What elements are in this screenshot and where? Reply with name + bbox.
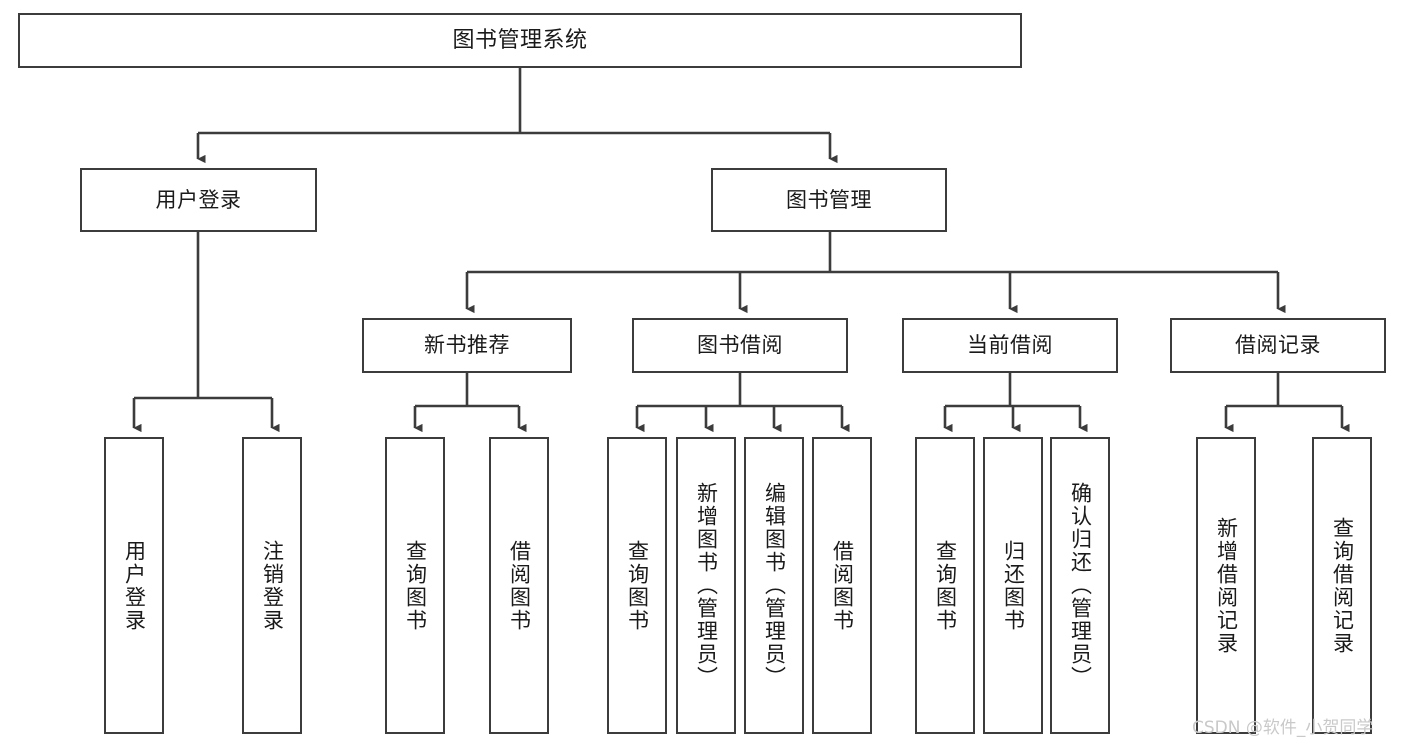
leaf-query-book-current[interactable]: 查询图书: [915, 437, 975, 734]
leaf-borrow-book[interactable]: 借阅图书: [812, 437, 872, 734]
node-label: 新增借阅记录: [1214, 516, 1239, 655]
node-book-borrowing[interactable]: 图书借阅: [632, 318, 848, 373]
node-label: 编辑图书（管理员）: [762, 482, 787, 689]
node-label: 新增图书（管理员）: [694, 482, 719, 689]
node-label: 当前借阅: [967, 333, 1053, 358]
node-label: 查询图书: [625, 539, 650, 632]
leaf-user-login[interactable]: 用户登录: [104, 437, 164, 734]
node-current-borrowing[interactable]: 当前借阅: [902, 318, 1118, 373]
node-label: 图书管理系统: [452, 27, 588, 53]
node-label: 查询图书: [403, 539, 428, 632]
node-label: 借阅图书: [507, 539, 532, 632]
leaf-confirm-return-admin[interactable]: 确认归还（管理员）: [1050, 437, 1110, 734]
node-label: 借阅图书: [830, 539, 855, 632]
node-new-book-recommendation[interactable]: 新书推荐: [362, 318, 572, 373]
leaf-query-book-borrow[interactable]: 查询图书: [607, 437, 667, 734]
leaf-borrow-book-new[interactable]: 借阅图书: [489, 437, 549, 734]
node-root-book-management-system[interactable]: 图书管理系统: [18, 13, 1022, 68]
node-label: 图书管理: [786, 187, 872, 212]
node-label: 查询借阅记录: [1330, 516, 1355, 655]
node-label: 确认归还（管理员）: [1068, 482, 1093, 689]
leaf-query-book-new[interactable]: 查询图书: [385, 437, 445, 734]
node-label: 用户登录: [122, 539, 147, 632]
leaf-query-borrow-record[interactable]: 查询借阅记录: [1312, 437, 1372, 734]
node-label: 新书推荐: [424, 333, 510, 358]
node-label: 用户登录: [155, 187, 242, 212]
leaf-add-book-admin[interactable]: 新增图书（管理员）: [676, 437, 736, 734]
node-label: 归还图书: [1001, 539, 1026, 632]
leaf-logout[interactable]: 注销登录: [242, 437, 302, 734]
leaf-add-borrow-record[interactable]: 新增借阅记录: [1196, 437, 1256, 734]
node-user-login[interactable]: 用户登录: [80, 168, 317, 232]
node-borrowing-record[interactable]: 借阅记录: [1170, 318, 1386, 373]
node-label: 图书借阅: [697, 333, 783, 358]
leaf-return-book[interactable]: 归还图书: [983, 437, 1043, 734]
node-label: 查询图书: [933, 539, 958, 632]
node-label: 注销登录: [260, 539, 285, 632]
leaf-edit-book-admin[interactable]: 编辑图书（管理员）: [744, 437, 804, 734]
node-book-management[interactable]: 图书管理: [711, 168, 947, 232]
node-label: 借阅记录: [1235, 333, 1321, 358]
